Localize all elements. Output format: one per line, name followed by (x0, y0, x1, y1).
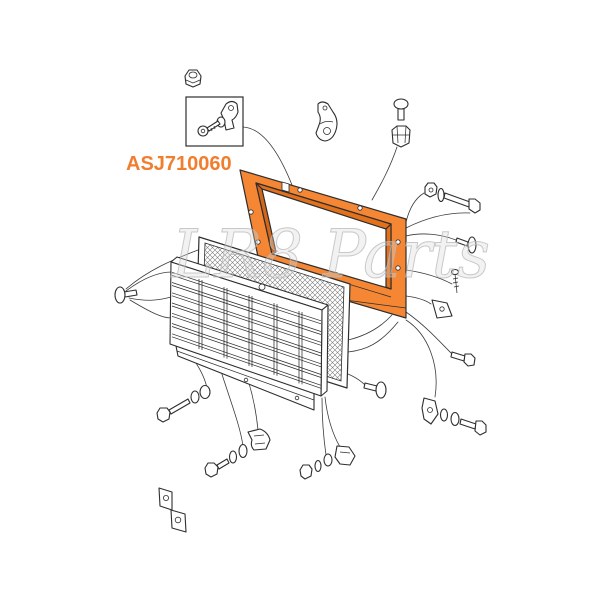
frame-hole (395, 265, 401, 271)
grille-dividers (198, 279, 303, 385)
clip-icon (334, 445, 356, 466)
frame-hole (297, 187, 303, 193)
grille-slats (171, 271, 322, 389)
leader-lines (125, 126, 471, 456)
bolt-with-nut-and-washer-icon (424, 182, 481, 214)
leader-line (405, 295, 432, 305)
washer-icon (199, 384, 211, 400)
leader-line (125, 271, 173, 292)
push-pin-icon (114, 286, 138, 304)
leader-line (128, 296, 172, 301)
mounting-plate-icon (158, 487, 187, 533)
frame-notch (281, 181, 290, 193)
leader-line (371, 146, 398, 201)
lock-detail-inset (185, 96, 244, 147)
frame-hole (395, 239, 401, 245)
grille-bottom-plate (175, 345, 315, 411)
part-number-label: ASJ710060 (126, 153, 232, 175)
frame-hole (248, 209, 254, 215)
clip-bolt-washer-icon (421, 397, 487, 436)
bracket-plate-icon (431, 299, 453, 319)
washer-icon (450, 411, 460, 427)
bolt-with-washers-icon (156, 384, 211, 423)
bolt-icon (393, 98, 409, 121)
grille-badge-hole (258, 283, 266, 291)
stud-bolt-icon (450, 351, 476, 367)
frame-inner-wall-left (255, 182, 277, 255)
bottom-plate-hole (294, 395, 300, 401)
leader-line (405, 269, 453, 285)
leader-line (242, 126, 293, 186)
bolt-head (468, 198, 481, 214)
leader-line (405, 192, 425, 223)
grille-panel (169, 256, 329, 397)
grille-front-face (169, 261, 323, 397)
spring-clip-icon (247, 428, 271, 451)
screw-with-washers-icon (299, 453, 333, 480)
leader-line (129, 299, 172, 319)
screw-head (299, 464, 313, 480)
washer-icon (323, 453, 333, 467)
washer-icon (238, 443, 248, 459)
bonnet-catch-icon (315, 101, 338, 142)
leader-line (347, 321, 399, 353)
frame-hole (255, 239, 261, 245)
washer-icon (190, 390, 200, 404)
washer-icon (228, 450, 238, 464)
leader-line (405, 233, 457, 241)
bottom-plate-hole (243, 377, 249, 383)
washer-icon (437, 187, 445, 203)
bolt-head (474, 420, 487, 436)
leader-line (347, 314, 393, 341)
clip-nut-icon (391, 125, 411, 148)
nut-icon (184, 69, 202, 88)
push-pin-icon (363, 381, 387, 399)
leader-line (405, 311, 453, 355)
bolt-head (156, 407, 171, 423)
leader-line (321, 397, 327, 456)
bolt-with-washers-icon (204, 443, 248, 478)
key-lock-icon (197, 116, 226, 137)
washer-icon (439, 408, 449, 422)
leader-line (125, 249, 199, 290)
leader-line (405, 319, 437, 398)
screw-icon (450, 268, 460, 294)
bottom-plate-edge (176, 350, 315, 401)
leader-line (324, 396, 341, 448)
push-pin-icon (455, 236, 477, 254)
leader-line (405, 212, 471, 229)
washer-icon (314, 459, 322, 473)
bolt-shaft (168, 398, 191, 415)
leader-line (219, 367, 244, 447)
bolt-head (204, 462, 219, 478)
bolt-shaft (216, 458, 230, 470)
leader-line (347, 373, 366, 386)
frame-hole (357, 205, 363, 211)
frame-inner-wall-right (385, 223, 392, 290)
